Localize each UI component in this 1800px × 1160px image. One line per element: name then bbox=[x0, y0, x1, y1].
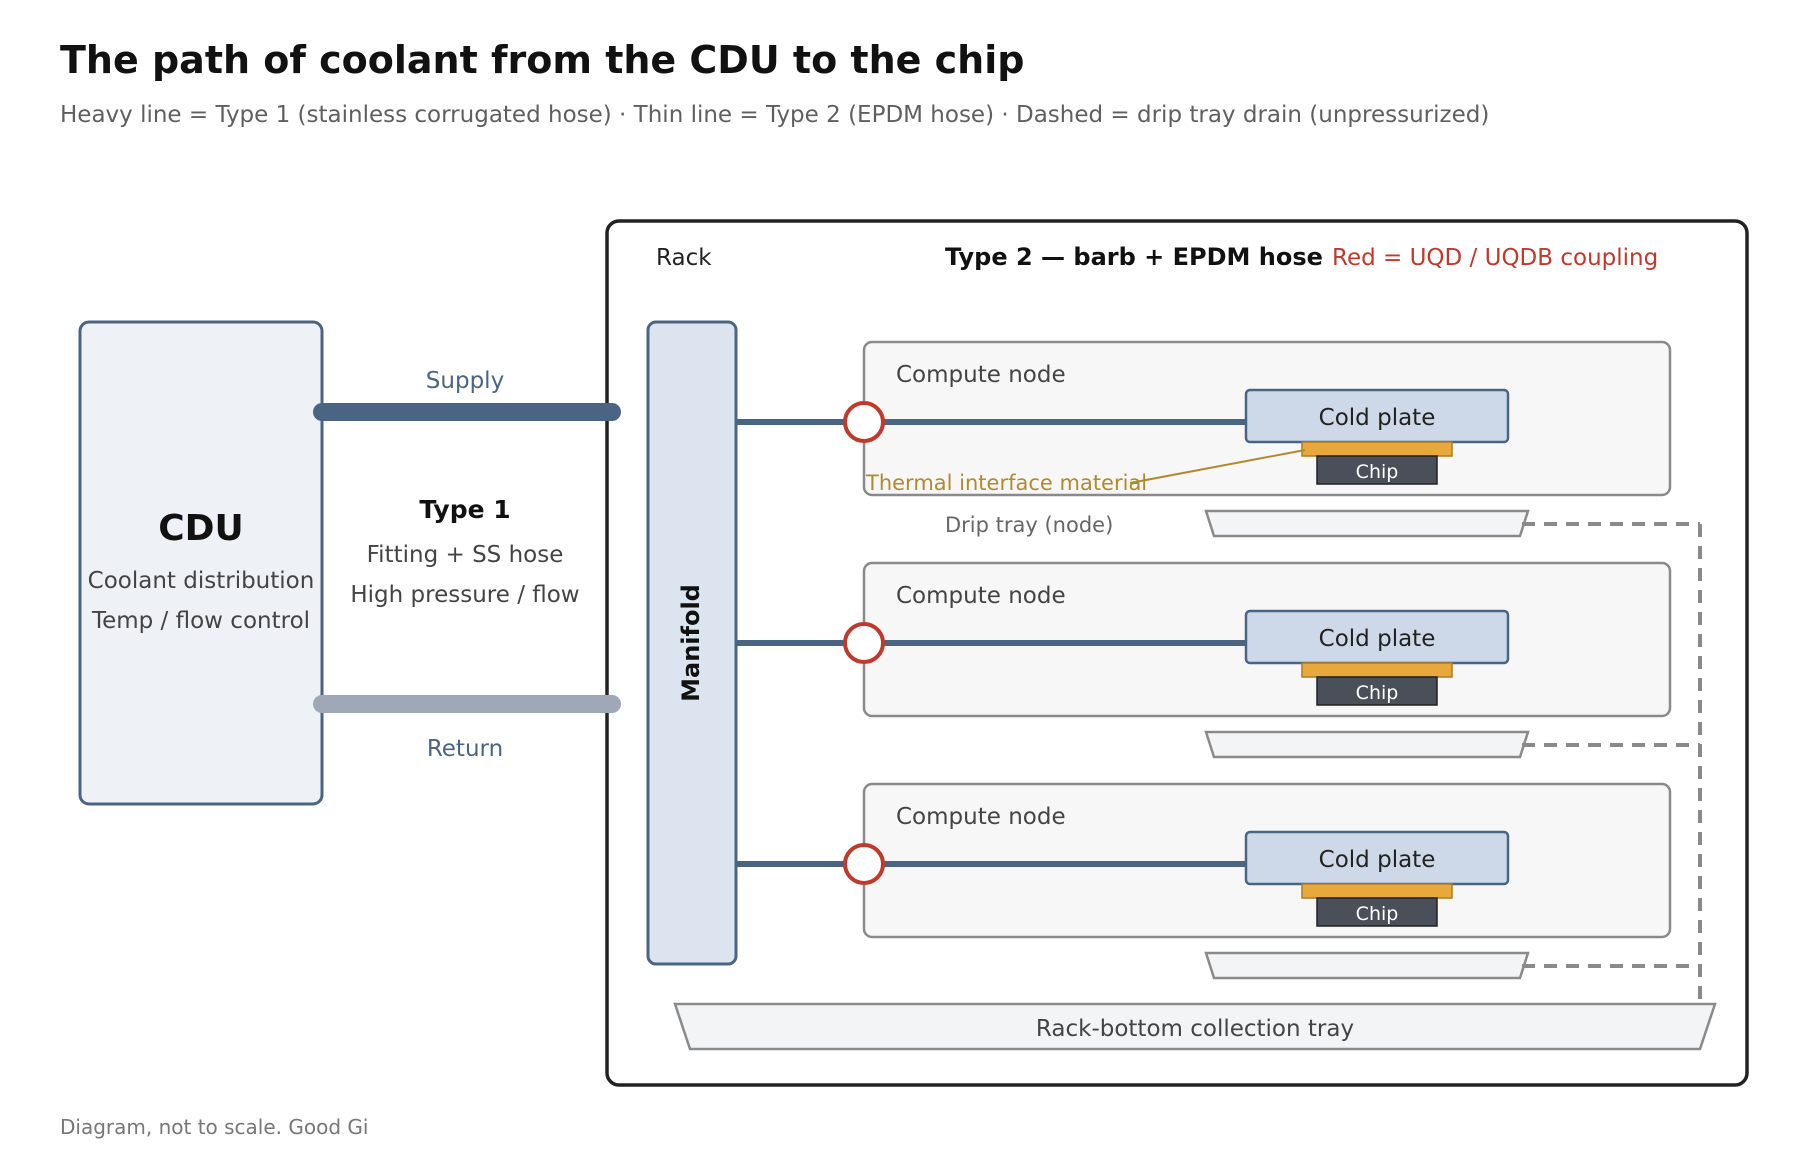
chip bbox=[1316, 897, 1438, 927]
cdu-line-1: Coolant distribution bbox=[88, 568, 315, 594]
chip bbox=[1316, 455, 1438, 485]
drip-tray-2 bbox=[1204, 730, 1530, 759]
tim-label: Thermal interface material bbox=[865, 471, 1147, 495]
cold-plate-label: Cold plate bbox=[1319, 626, 1436, 652]
type1-line-1: Fitting + SS hose bbox=[367, 542, 564, 568]
chip-label: Chip bbox=[1356, 903, 1399, 925]
compute-node-2: Compute node Cold plate Chip bbox=[736, 561, 1672, 718]
compute-node-1: Compute node Cold plate Chip bbox=[736, 340, 1672, 497]
chip bbox=[1316, 676, 1438, 706]
drain-lines bbox=[1522, 522, 1702, 1000]
cold-plate-label: Cold plate bbox=[1319, 847, 1436, 873]
rack-label: Rack bbox=[656, 245, 712, 271]
compute-node-label: Compute node bbox=[896, 804, 1066, 830]
supply-label: Supply bbox=[426, 368, 504, 394]
chip-label: Chip bbox=[1356, 682, 1399, 704]
compute-node-label: Compute node bbox=[896, 362, 1066, 388]
cdu-line-2: Temp / flow control bbox=[91, 608, 310, 634]
thermal-interface-material bbox=[1301, 662, 1453, 678]
drip-tray-1 bbox=[1204, 509, 1530, 538]
thermal-interface-material bbox=[1301, 883, 1453, 899]
uqd-coupling bbox=[843, 843, 885, 885]
type1-line-2: High pressure / flow bbox=[350, 582, 579, 608]
type2-label: Type 2 — barb + EPDM hose bbox=[945, 243, 1323, 271]
tim-callout-line bbox=[1129, 449, 1306, 484]
type1-title: Type 1 bbox=[419, 495, 510, 524]
coupling-legend: Red = UQD / UQDB coupling bbox=[1332, 245, 1658, 271]
cold-plate-label: Cold plate bbox=[1319, 405, 1436, 431]
return-label: Return bbox=[427, 736, 503, 762]
collection-tray bbox=[673, 1002, 1717, 1051]
chip-label: Chip bbox=[1356, 461, 1399, 483]
drip-tray-3 bbox=[1204, 951, 1530, 980]
page-subtitle: Heavy line = Type 1 (stainless corrugate… bbox=[60, 102, 1490, 128]
uqd-coupling bbox=[843, 401, 885, 443]
footnote: Diagram, not to scale. Good Gi bbox=[60, 1115, 369, 1139]
manifold-label: Manifold bbox=[677, 584, 705, 702]
compute-node-label: Compute node bbox=[896, 583, 1066, 609]
uqd-coupling bbox=[843, 622, 885, 664]
page-title: The path of coolant from the CDU to the … bbox=[60, 38, 1025, 82]
compute-node-3: Compute node Cold plate Chip bbox=[736, 782, 1672, 939]
drip-tray-label: Drip tray (node) bbox=[945, 513, 1113, 537]
cdu-box bbox=[78, 320, 324, 806]
collection-tray-label: Rack-bottom collection tray bbox=[1036, 1016, 1354, 1042]
thermal-interface-material bbox=[1301, 441, 1453, 457]
cdu-title: CDU bbox=[158, 508, 244, 549]
